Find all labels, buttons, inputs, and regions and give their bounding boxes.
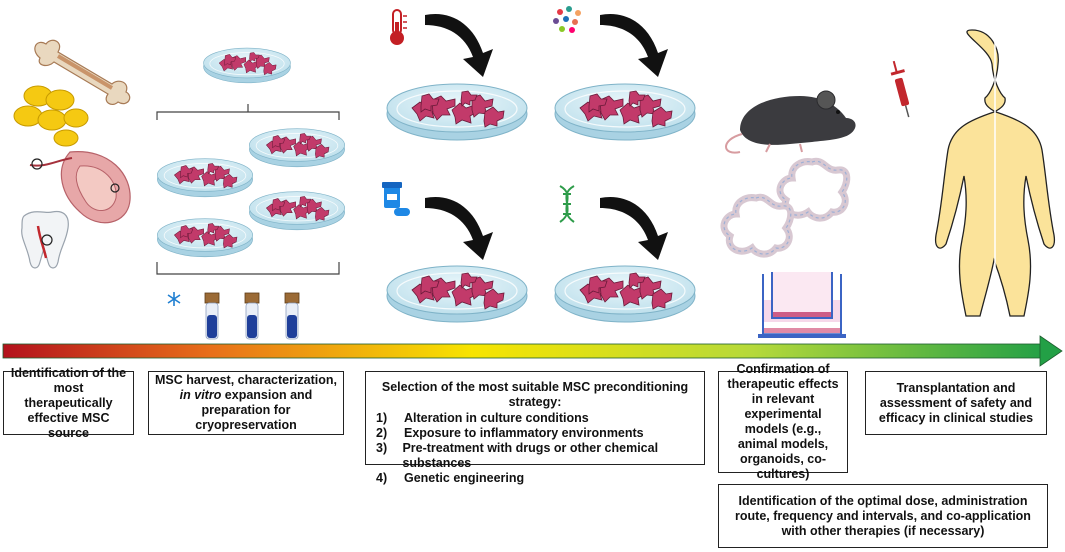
dose-box: Identification of the optimal dose, admi… [718,484,1048,548]
list-item-number: 2) [376,426,388,440]
arrow-icon [600,196,668,260]
petri-dish-icon [156,158,254,198]
list-item-text: Exposure to inflammatory environments [404,426,644,440]
petri-dish-icon [203,47,291,84]
organoid-icon [724,197,791,254]
list-item: 1) Alteration in culture conditions [376,411,694,426]
list-item-number: 4) [376,471,388,485]
petri-dish-icon [554,83,696,141]
list-item: 3) Pre-treatment with drugs or other chem… [376,441,694,471]
human-body-icon [934,29,1056,317]
step-5-box: Transplantation and assessment of safety… [865,371,1047,435]
tooth-icon [21,210,69,269]
step-1-text: Identification of the most therapeutical… [10,365,127,440]
petri-dish-icon [554,265,696,323]
thermometer-icon [390,9,407,45]
list-item: 4) Genetic engineering [376,471,694,486]
transwell-icon [758,272,846,338]
strategy-list: 1) Alteration in culture conditions 2) Exp… [376,411,694,486]
list-item: 2) Exposure to inflammatory environments [376,426,694,441]
petri-dish-icon [386,265,528,323]
list-item-number: 3) [376,441,388,455]
step-4-text: Confirmation of therapeutic effects in r… [727,362,839,481]
arrow-icon [425,13,493,77]
step-2-text-a: MSC harvest, characterization, [155,373,338,387]
mouse-icon [725,90,856,154]
bracket-top [156,104,340,120]
dna-icon [559,185,575,223]
step-5-text: Transplantation and assessment of safety… [878,380,1034,425]
arrow-icon [425,196,493,260]
fat-cells-icon [13,85,89,147]
step-3-box: Selection of the most suitable MSC preco… [365,371,705,485]
petri-dish-icon [156,218,254,258]
bracket-bottom [156,262,340,275]
step-2-text-italic: in vitro [179,388,222,402]
step-2-box: MSC harvest, characterization, in vitro … [148,371,344,435]
drug-icon [382,182,410,216]
cryovial-icon [244,292,260,340]
bone-icon [34,39,131,106]
dose-text: Identification of the optimal dose, admi… [735,493,1031,538]
step-2-text: MSC harvest, characterization, in vitro … [155,373,337,433]
arrow-icon [600,13,668,77]
cytokines-icon [553,6,581,33]
list-item-text: Genetic engineering [404,471,525,485]
list-item-number: 1) [376,411,388,425]
cryovial-icon [284,292,300,340]
step-2-text-b: expansion and preparation for cryopreser… [195,388,313,432]
timeline-arrow [2,335,1063,367]
petri-dish-icon [386,83,528,141]
petri-dish-icon [248,128,346,168]
snowflake-icon [167,292,181,306]
petri-dish-icon [248,191,346,231]
list-item-text: Alteration in culture conditions [404,411,589,425]
step-3-heading: Selection of the most suitable MSC preco… [381,380,689,409]
umbilical-cord-icon [29,151,131,224]
cryovial-icon [204,292,220,340]
step-4-box: Confirmation of therapeutic effects in r… [718,362,848,481]
syringe-icon [890,60,910,118]
step-1-box: Identification of the most therapeutical… [3,366,134,440]
list-item-text: Pre-treatment with drugs or other chemic… [402,441,659,470]
